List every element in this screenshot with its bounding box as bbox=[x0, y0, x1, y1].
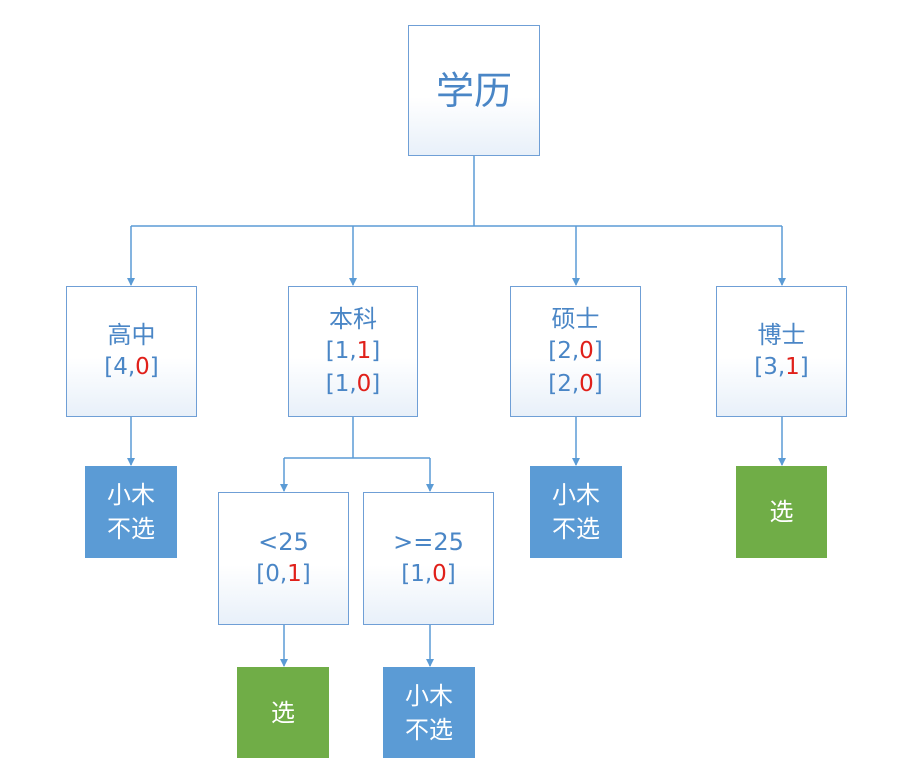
branch-label: 高中 bbox=[107, 321, 156, 349]
root-label: 学历 bbox=[435, 68, 512, 113]
root-node-education: 学历 bbox=[408, 25, 540, 156]
count-pair: [4,0] bbox=[104, 354, 159, 380]
leaf-under-25-selected: 选 bbox=[237, 667, 329, 758]
leaf-shuoshi-not-selected: 小木 不选 bbox=[530, 466, 622, 558]
branch-node-benke: 本科 [1,1] [1,0] bbox=[288, 286, 418, 417]
count-pair: [2,0] bbox=[548, 337, 603, 364]
branch-node-shuoshi: 硕士 [2,0] [2,0] bbox=[510, 286, 641, 417]
age-label: >=25 bbox=[393, 528, 464, 556]
count-pair: [1,0] bbox=[401, 561, 456, 587]
branch-node-gaozhong: 高中 [4,0] bbox=[66, 286, 197, 417]
leaf-over-25-not-selected: 小木 不选 bbox=[383, 667, 475, 758]
count-pair: [2,0] bbox=[548, 370, 603, 397]
count-pair: [3,1] bbox=[754, 354, 809, 380]
count-pair: [1,1] bbox=[325, 337, 381, 364]
branch-node-boshi: 博士 [3,1] bbox=[716, 286, 847, 417]
count-pair: [0,1] bbox=[256, 561, 311, 587]
age-node-25-and-over: >=25 [1,0] bbox=[363, 492, 494, 625]
branch-label: 硕士 bbox=[551, 304, 600, 333]
age-node-under-25: <25 [0,1] bbox=[218, 492, 349, 625]
leaf-boshi-selected: 选 bbox=[736, 466, 827, 558]
age-label: <25 bbox=[258, 528, 309, 556]
count-pair: [1,0] bbox=[325, 370, 381, 397]
branch-label: 博士 bbox=[757, 321, 806, 349]
leaf-gaozhong-not-selected: 小木 不选 bbox=[85, 466, 177, 558]
branch-label: 本科 bbox=[329, 304, 377, 333]
